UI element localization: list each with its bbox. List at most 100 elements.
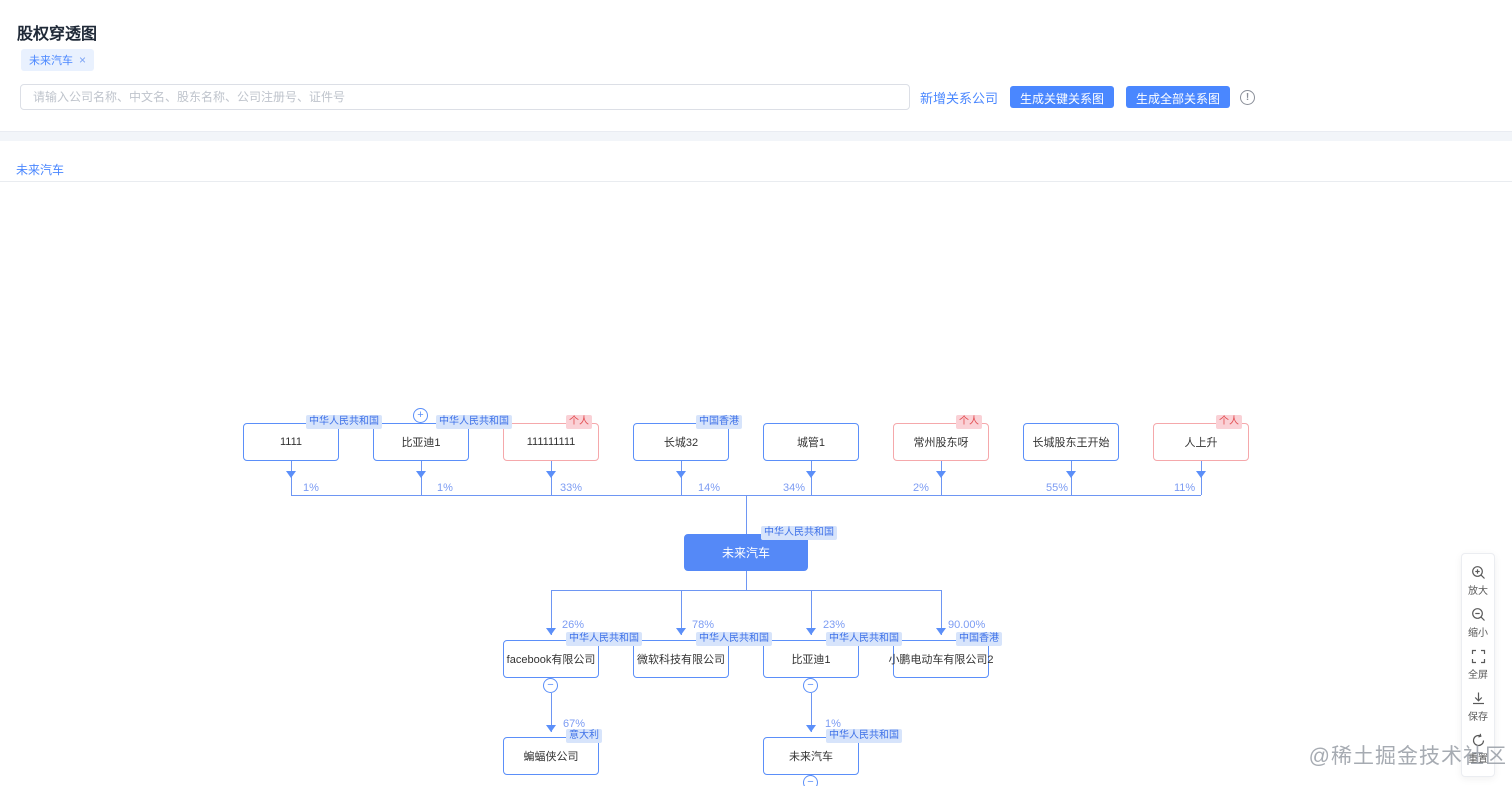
fullscreen-button[interactable]: 全屏 <box>1468 644 1488 686</box>
org-node[interactable]: 未来汽车 <box>684 534 808 571</box>
edge-line <box>291 461 292 495</box>
org-node[interactable]: 比亚迪1 <box>373 423 469 461</box>
region-tag: 意大利 <box>566 729 602 743</box>
edge-line <box>746 495 747 534</box>
section-divider <box>0 132 1512 141</box>
filter-tag-label: 未来汽车 <box>29 55 73 67</box>
page-title: 股权穿透图 <box>17 26 98 43</box>
edge-line <box>1201 461 1202 495</box>
org-node[interactable]: 比亚迪1 <box>763 640 859 678</box>
expand-icon[interactable]: + <box>413 408 428 423</box>
zoom-out-button[interactable]: 缩小 <box>1468 602 1488 644</box>
share-percent-label: 34% <box>783 482 806 494</box>
edge-arrow-icon <box>806 725 816 732</box>
generate-key-graph-button[interactable]: 生成关键关系图 <box>1010 86 1115 108</box>
org-node[interactable]: 常州股东呀 <box>893 423 989 461</box>
collapse-icon[interactable]: − <box>803 775 818 786</box>
reset-label: 重置 <box>1468 754 1488 765</box>
org-node[interactable]: 111111111 <box>503 423 599 461</box>
edge-line <box>551 693 552 732</box>
info-icon[interactable]: ! <box>1240 89 1256 105</box>
edge-line <box>551 590 941 591</box>
share-percent-label: 1% <box>437 482 453 494</box>
page-header: 股权穿透图 未来汽车 × 新增关系公司 生成关键关系图 生成全部关系图 ! <box>0 0 1512 132</box>
reset-icon <box>1472 733 1484 747</box>
diagram-canvas[interactable]: 1%1%33%14%34%2%55%11%26%78%23%90.00%67%1… <box>0 182 1512 786</box>
edge-arrow-icon <box>676 628 686 635</box>
share-percent-label: 11% <box>1174 482 1196 494</box>
org-node[interactable]: facebook有限公司 <box>503 640 599 678</box>
close-icon[interactable]: × <box>79 53 87 67</box>
zoom-out-label: 缩小 <box>1468 628 1488 639</box>
add-company-link[interactable]: 新增关系公司 <box>920 90 999 106</box>
save-label: 保存 <box>1468 712 1488 723</box>
org-node[interactable]: 微软科技有限公司 <box>633 640 729 678</box>
edge-line <box>1071 461 1072 495</box>
share-percent-label: 26% <box>562 619 585 631</box>
edge-arrow-icon <box>676 471 686 478</box>
org-node[interactable]: 1111 <box>243 423 339 461</box>
edge-line <box>811 693 812 732</box>
share-percent-label: 33% <box>560 482 583 494</box>
zoom-out-icon <box>1471 608 1485 621</box>
share-percent-label: 67% <box>563 718 586 730</box>
region-tag: 中华人民共和国 <box>696 632 772 646</box>
save-icon <box>1472 692 1484 705</box>
search-row: 新增关系公司 生成关键关系图 生成全部关系图 ! <box>20 84 1256 110</box>
share-percent-label: 2% <box>913 482 929 494</box>
region-tag: 中华人民共和国 <box>826 632 902 646</box>
reset-button[interactable]: 重置 <box>1468 728 1488 770</box>
edge-arrow-icon <box>936 471 946 478</box>
collapse-icon[interactable]: − <box>803 678 818 693</box>
share-percent-label: 78% <box>692 619 715 631</box>
edge-line <box>551 461 552 495</box>
company-filter-tag[interactable]: 未来汽车 × <box>21 49 95 71</box>
zoom-in-label: 放大 <box>1468 586 1488 597</box>
zoom-in-icon <box>1471 566 1485 579</box>
share-percent-label: 1% <box>303 482 319 494</box>
share-percent-label: 90.00% <box>948 619 986 631</box>
edge-line <box>811 590 812 635</box>
region-tag: 中华人民共和国 <box>761 526 837 540</box>
diagram-toolbar: 放大 缩小 全屏 保存 重置 <box>1461 553 1495 777</box>
share-percent-label: 14% <box>698 482 721 494</box>
edge-arrow-icon <box>546 628 556 635</box>
collapse-icon[interactable]: − <box>543 678 558 693</box>
person-tag: 个人 <box>566 415 592 429</box>
org-node[interactable]: 长城32 <box>633 423 729 461</box>
generate-all-graph-button[interactable]: 生成全部关系图 <box>1126 86 1231 108</box>
org-node[interactable]: 城管1 <box>763 423 859 461</box>
save-button[interactable]: 保存 <box>1468 686 1488 728</box>
org-node[interactable]: 小鹏电动车有限公司2 <box>888 640 994 678</box>
edge-line <box>811 461 812 495</box>
zoom-in-button[interactable]: 放大 <box>1468 560 1488 602</box>
region-tag: 中国香港 <box>696 415 742 429</box>
tab-bar: 未来汽车 <box>0 141 1512 186</box>
edge-line <box>941 590 942 635</box>
edge-arrow-icon <box>1196 471 1206 478</box>
person-tag: 个人 <box>956 415 982 429</box>
edge-line <box>746 571 747 590</box>
org-node[interactable]: 未来汽车 <box>763 737 859 775</box>
share-percent-label: 1% <box>825 718 841 730</box>
edge-line <box>551 590 552 635</box>
share-percent-label: 55% <box>1046 482 1069 494</box>
fullscreen-label: 全屏 <box>1468 670 1488 681</box>
region-tag: 中华人民共和国 <box>566 632 642 646</box>
edge-arrow-icon <box>416 471 426 478</box>
fullscreen-icon <box>1471 649 1485 664</box>
person-tag: 个人 <box>1216 415 1242 429</box>
edge-line <box>681 590 682 635</box>
search-input[interactable] <box>20 84 910 110</box>
edge-line <box>421 461 422 495</box>
edge-arrow-icon <box>546 725 556 732</box>
edge-arrow-icon <box>1066 471 1076 478</box>
org-node[interactable]: 蝙蝠侠公司 <box>503 737 599 775</box>
region-tag: 中华人民共和国 <box>436 415 512 429</box>
edge-line <box>681 461 682 495</box>
org-node[interactable]: 人上升 <box>1153 423 1249 461</box>
edge-arrow-icon <box>936 628 946 635</box>
edge-arrow-icon <box>286 471 296 478</box>
edge-arrow-icon <box>806 471 816 478</box>
org-node[interactable]: 长城股东王开始 <box>1023 423 1119 461</box>
